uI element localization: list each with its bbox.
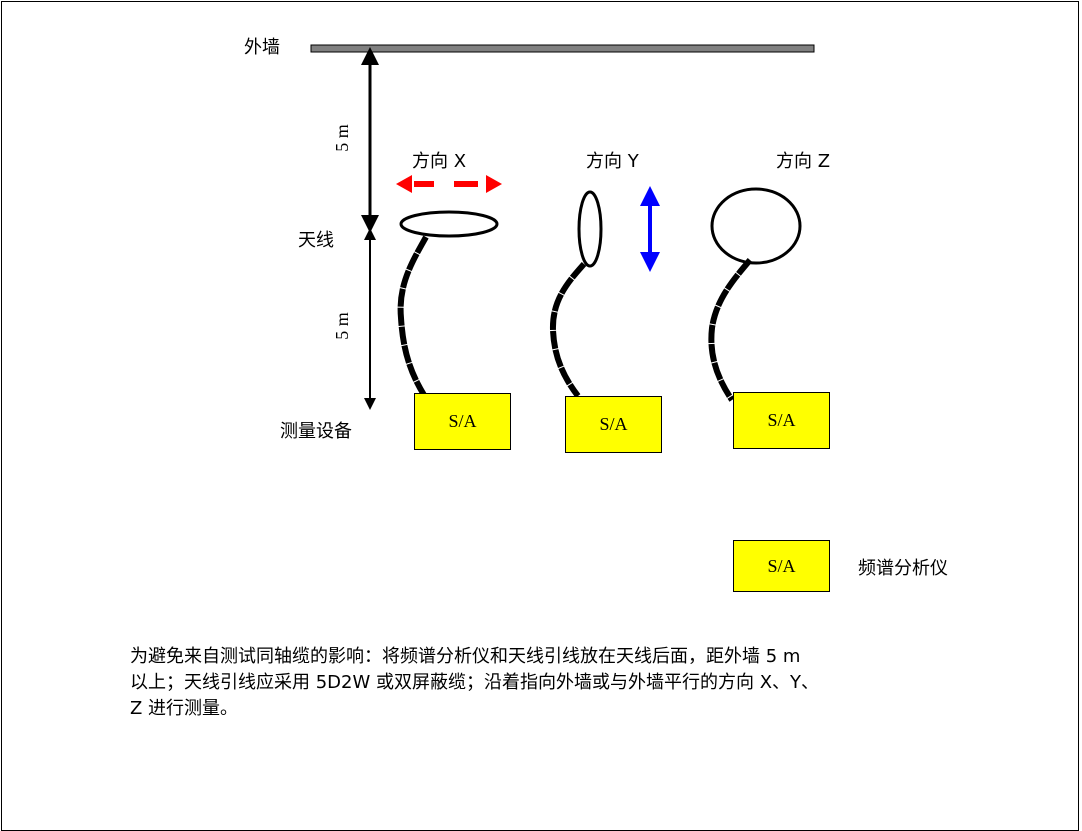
spectrum-analyzer-z: S/A [733, 392, 830, 449]
antenna-z-loop [710, 187, 802, 265]
caption-line-1: 为避免来自测试同轴缆的影响：将频谱分析仪和天线引线放在天线后面，距外墙 5 m [130, 646, 801, 667]
direction-x-arrow [396, 175, 502, 193]
antenna-y-cable [549, 262, 587, 398]
antenna-label: 天线 [298, 230, 334, 251]
direction-y-label: 方向 Y [586, 151, 639, 172]
direction-x-label: 方向 X [412, 151, 467, 172]
distance-upper-label: 5 m [332, 124, 352, 152]
antenna-x-loop [399, 210, 499, 238]
caption: 为避免来自测试同轴缆的影响：将频谱分析仪和天线引线放在天线后面，距外墙 5 m … [130, 644, 990, 722]
antenna-y-loop [577, 190, 603, 268]
outer-wall-bar [310, 44, 815, 53]
legend-analyzer-box: S/A [733, 540, 830, 592]
caption-line-3: Z 进行测量。 [130, 698, 239, 719]
antenna-z-cable [708, 258, 753, 402]
direction-z-label: 方向 Z [776, 151, 831, 172]
spectrum-analyzer-x: S/A [414, 393, 511, 450]
measuring-equipment-label: 测量设备 [280, 421, 352, 442]
legend-analyzer-text: 频谱分析仪 [858, 558, 948, 579]
distance-lower-label: 5 m [332, 312, 352, 340]
spectrum-analyzer-y: S/A [565, 396, 662, 453]
outer-wall-label: 外墙 [244, 37, 280, 58]
caption-line-2: 以上；天线引线应采用 5D2W 或双屏蔽缆；沿着指向外墙或与外墙平行的方向 X、… [130, 672, 820, 693]
antenna-x-cable [397, 235, 429, 397]
